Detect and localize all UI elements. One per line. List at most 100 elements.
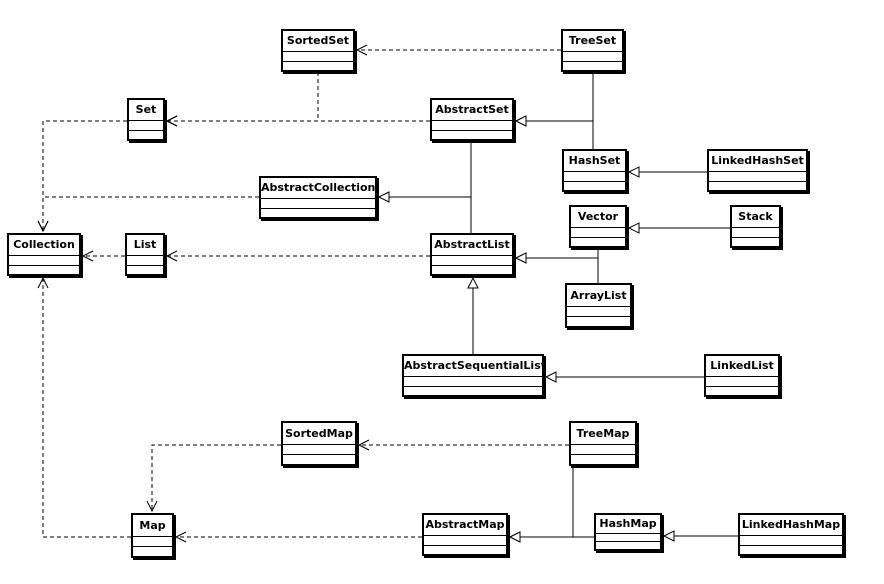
class-box-treemap: TreeMap	[569, 421, 637, 466]
inheritance-line-arraylist-to-abstractlist	[526, 257, 599, 283]
class-name: Map	[139, 519, 166, 532]
class-box-linkedlist: LinkedList	[704, 354, 780, 397]
class-divider	[706, 376, 778, 377]
class-divider	[740, 545, 842, 546]
class-box-abstractsequentiallist: AbstractSequentialList	[402, 354, 546, 397]
class-divider	[567, 306, 630, 307]
hollow-triangle-arrowhead	[508, 531, 521, 543]
realization-line-sortedmap-to-map	[151, 444, 281, 511]
class-box-linkedhashset: LinkedHashSet	[707, 149, 808, 192]
hollow-triangle-arrowhead	[377, 191, 390, 203]
class-name: SortedMap	[285, 427, 353, 440]
class-name: Vector	[577, 210, 619, 223]
open-arrowhead	[357, 439, 370, 451]
class-box-collection: Collection	[7, 233, 81, 276]
class-divider	[571, 444, 635, 445]
open-arrowhead	[37, 276, 49, 289]
class-divider	[564, 181, 625, 182]
class-box-linkedhashmap: LinkedHashMap	[738, 513, 844, 556]
class-name: HashSet	[568, 154, 621, 167]
open-arrowhead	[165, 250, 178, 262]
class-divider	[127, 265, 163, 266]
class-box-stack: Stack	[730, 205, 781, 248]
inheritance-line-treemap-to-abstractmap	[520, 466, 574, 538]
class-name: LinkedHashSet	[711, 154, 804, 167]
open-arrowhead	[174, 531, 187, 543]
class-divider	[571, 454, 635, 455]
class-box-abstractset: AbstractSet	[430, 98, 514, 141]
class-divider	[709, 171, 806, 172]
class-divider	[9, 255, 79, 256]
inheritance-line-treeset-to-abstractset	[526, 72, 594, 122]
class-divider	[571, 237, 625, 238]
class-box-vector: Vector	[569, 205, 627, 248]
class-name: Set	[135, 103, 157, 116]
realization-line-abstractcollection-to-collection	[42, 196, 259, 231]
class-box-arraylist: ArrayList	[565, 283, 632, 328]
class-name: AbstractMap	[425, 518, 505, 531]
class-name: TreeSet	[568, 34, 617, 47]
class-divider	[571, 227, 625, 228]
class-divider	[261, 198, 375, 199]
hollow-triangle-arrowhead	[627, 222, 640, 234]
class-divider	[283, 51, 353, 52]
inheritance-line-abstractset-to-abstractcollection	[389, 141, 472, 198]
class-name: Stack	[738, 210, 773, 223]
open-arrowhead	[355, 44, 368, 56]
class-divider	[563, 61, 622, 62]
class-divider	[596, 541, 660, 542]
hollow-triangle-arrowhead	[662, 530, 675, 542]
inheritance-line-hashset-to-abstractset	[526, 120, 594, 149]
class-divider	[564, 171, 625, 172]
class-divider	[283, 454, 355, 455]
realization-line-set-to-collection	[42, 120, 127, 231]
class-box-list: List	[125, 233, 165, 276]
hollow-triangle-arrowhead	[514, 252, 527, 264]
class-name: AbstractList	[434, 238, 510, 251]
class-divider	[709, 181, 806, 182]
class-divider	[706, 386, 778, 387]
class-box-abstractmap: AbstractMap	[422, 513, 508, 556]
class-name: ArrayList	[570, 289, 627, 302]
class-name: HashMap	[599, 517, 657, 530]
class-divider	[432, 130, 512, 131]
class-name: List	[133, 238, 157, 251]
class-divider	[133, 546, 172, 547]
class-box-hashmap: HashMap	[594, 513, 662, 551]
hollow-triangle-arrowhead	[514, 115, 527, 127]
class-box-sortedset: SortedSet	[281, 29, 355, 72]
hollow-triangle-arrowhead	[467, 276, 479, 289]
class-box-sortedmap: SortedMap	[281, 421, 357, 466]
class-divider	[740, 535, 842, 536]
class-divider	[432, 255, 512, 256]
open-arrowhead	[37, 220, 49, 233]
class-divider	[567, 316, 630, 317]
class-box-hashset: HashSet	[562, 149, 627, 192]
class-divider	[424, 545, 506, 546]
class-name: Collection	[13, 238, 75, 251]
inheritance-line-vector-to-abstractlist	[526, 248, 599, 259]
hollow-triangle-arrowhead	[544, 371, 557, 383]
class-divider	[432, 265, 512, 266]
class-name: AbstractCollection	[261, 181, 376, 194]
class-divider	[129, 120, 163, 121]
class-divider	[283, 444, 355, 445]
realization-line-map-to-collection	[42, 278, 131, 538]
class-divider	[133, 536, 172, 537]
class-divider	[732, 237, 779, 238]
class-box-abstractlist: AbstractList	[430, 233, 514, 276]
class-divider	[261, 208, 375, 209]
class-divider	[424, 535, 506, 536]
class-divider	[283, 61, 353, 62]
class-box-map: Map	[131, 513, 174, 558]
class-divider	[404, 386, 542, 387]
class-divider	[9, 265, 79, 266]
class-name: TreeMap	[576, 427, 630, 440]
class-divider	[563, 51, 622, 52]
class-name: LinkedHashMap	[741, 518, 841, 531]
class-divider	[404, 376, 542, 377]
class-box-set: Set	[127, 98, 165, 141]
class-name: SortedSet	[286, 34, 350, 47]
